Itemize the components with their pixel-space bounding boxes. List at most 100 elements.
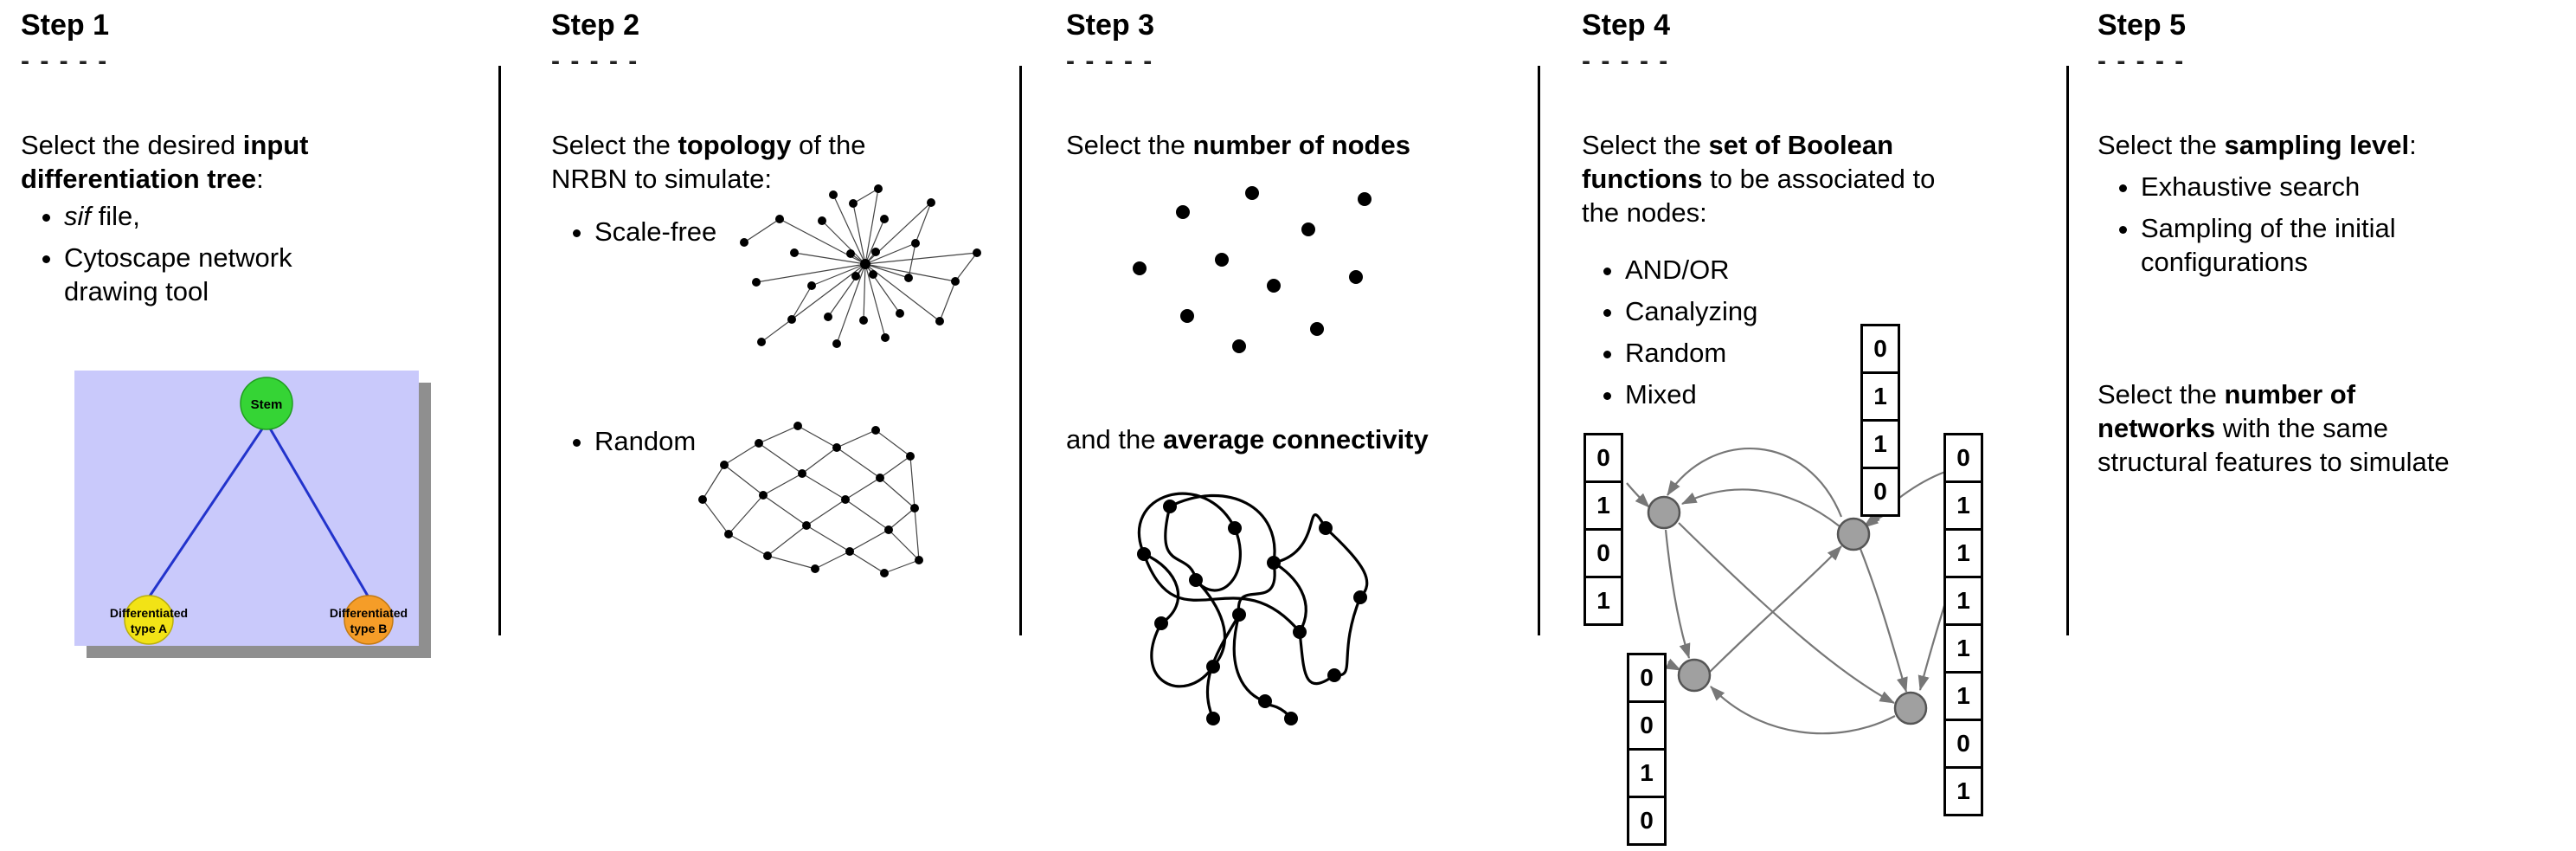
- boolean-network-arrows: [1626, 448, 1949, 735]
- stem-node: [240, 377, 293, 430]
- text-segment: and the: [1066, 424, 1164, 455]
- step4-dashes: - - - - -: [1582, 47, 1670, 75]
- type-b-label-line1: Differentiated: [330, 606, 408, 620]
- boolean-network-figure: [1626, 448, 1949, 735]
- step1-title: Step 1: [21, 9, 110, 42]
- step5-intro: Select the sampling level:: [2097, 128, 2572, 162]
- text-segment: the nodes:: [1582, 197, 1707, 228]
- bullet-item: Sampling of the initial configurations: [2141, 211, 2464, 279]
- text-segment-italic: sif: [64, 201, 91, 231]
- random-network-figure: [698, 422, 923, 577]
- text-segment-bold: number of nodes: [1192, 130, 1410, 160]
- truth-table-cell: 1: [1943, 623, 1983, 674]
- type-a-node: [124, 595, 174, 645]
- connectivity-nodes: [1137, 500, 1367, 725]
- bullet-item: Scale-free: [594, 215, 716, 248]
- bullet-item: Canalyzing: [1625, 294, 1757, 328]
- step1-bullet-list: sif file, Cytoscape network drawing tool: [24, 199, 336, 316]
- truth-table-cell: 1: [1584, 576, 1623, 626]
- text-segment-bold: networks: [2097, 413, 2216, 443]
- text-segment: file,: [91, 201, 140, 231]
- truth-table-cell: 0: [1943, 719, 1983, 769]
- boolean-network-nodes: [1647, 495, 1928, 725]
- text-segment: :: [2409, 130, 2417, 160]
- text-segment: of the: [791, 130, 866, 160]
- text-segment: Select the desired: [21, 130, 243, 160]
- scale-free-edges: [743, 188, 978, 345]
- step2-title: Step 2: [551, 9, 640, 42]
- column-divider: [1538, 66, 1540, 635]
- connectivity-figure: [1137, 492, 1369, 725]
- text-segment: NRBN to simulate:: [551, 164, 772, 194]
- type-b-node: [344, 595, 394, 645]
- text-segment-bold: functions: [1582, 164, 1703, 194]
- text-segment: to be associated to: [1702, 164, 1936, 194]
- text-segment: structural features to simulate: [2097, 447, 2450, 477]
- step5-title: Step 5: [2097, 9, 2187, 42]
- truth-table-cell: 0: [1627, 796, 1667, 846]
- text-segment-bold: set of Boolean: [1708, 130, 1894, 160]
- text-segment-bold: input: [242, 130, 309, 160]
- truth-table-cell: 1: [1860, 371, 1900, 422]
- bullet-item: Random: [1625, 336, 1757, 370]
- step2-dashes: - - - - -: [551, 47, 639, 75]
- step3-line1: Select the number of nodes: [1066, 128, 1538, 162]
- truth-table-cell: 1: [1943, 671, 1983, 721]
- text-segment-bold: sampling level: [2224, 130, 2410, 160]
- bullet-item: Random: [594, 424, 696, 458]
- step1-intro: Select the desired input differentiation …: [21, 128, 495, 196]
- truth-table-cell: 0: [1860, 324, 1900, 374]
- type-a-label-line2: type A: [131, 622, 167, 635]
- text-segment-bold: average connectivity: [1163, 424, 1429, 455]
- truth-table-cell: 0: [1627, 653, 1667, 703]
- truth-table-cell: 0: [1584, 528, 1623, 578]
- truth-table-cell: 1: [1943, 528, 1983, 578]
- type-b-label-line2: type B: [350, 622, 388, 635]
- connectivity-edges: [1137, 492, 1369, 720]
- text-segment: Select the: [551, 130, 678, 160]
- text-segment-bold: number of: [2224, 379, 2356, 409]
- truth-table-cell: 1: [1584, 480, 1623, 531]
- text-segment: Select the: [2097, 379, 2225, 409]
- tree-edge-stem-b: [265, 422, 370, 598]
- column-divider: [1019, 66, 1022, 635]
- type-a-label-line1: Differentiated: [110, 606, 188, 620]
- scale-free-nodes: [740, 184, 981, 348]
- tree-edge-stem-a: [147, 422, 268, 598]
- step1-column: Step 1 - - - - - Select the desired inpu…: [21, 0, 495, 851]
- dot-nodes: [1133, 186, 1372, 353]
- text-segment: Select the: [1066, 130, 1193, 160]
- step3-line2: and the average connectivity: [1066, 422, 1538, 456]
- truth-table-cell: 0: [1860, 467, 1900, 517]
- step5-dashes: - - - - -: [2097, 47, 2186, 75]
- stem-label: Stem: [251, 397, 283, 412]
- step4-title: Step 4: [1582, 9, 1671, 42]
- truth-table-cell: 1: [1860, 419, 1900, 469]
- truth-table-cell: 1: [1943, 766, 1983, 816]
- step5-paragraph2: Select the number of networks with the sa…: [2097, 377, 2572, 479]
- bullet-item: Cytoscape network drawing tool: [64, 241, 336, 308]
- step1-dashes: - - - - -: [21, 47, 109, 75]
- nodes-dots-figure: [1133, 186, 1372, 353]
- text-segment: with the same: [2215, 413, 2388, 443]
- step3-dashes: - - - - -: [1066, 47, 1154, 75]
- step5-bullet-list: Exhaustive searchSampling of the initial…: [2101, 170, 2464, 287]
- step2-bullet-random: Random: [555, 424, 696, 466]
- truth-table-cell: 0: [1627, 700, 1667, 751]
- column-divider: [498, 66, 501, 635]
- step3-column: Step 3 - - - - - Select the number of no…: [1066, 0, 1538, 851]
- truth-table-cell: 1: [1627, 748, 1667, 798]
- bullet-item: Exhaustive search: [2141, 170, 2464, 203]
- step2-bullet-scale-free: Scale-free: [555, 215, 716, 256]
- text-segment-bold: differentiation tree: [21, 164, 257, 194]
- step4-bullet-list: AND/ORCanalyzingRandomMixed: [1585, 253, 1757, 419]
- text-segment: Select the: [1582, 130, 1709, 160]
- text-segment-bold: topology: [678, 130, 792, 160]
